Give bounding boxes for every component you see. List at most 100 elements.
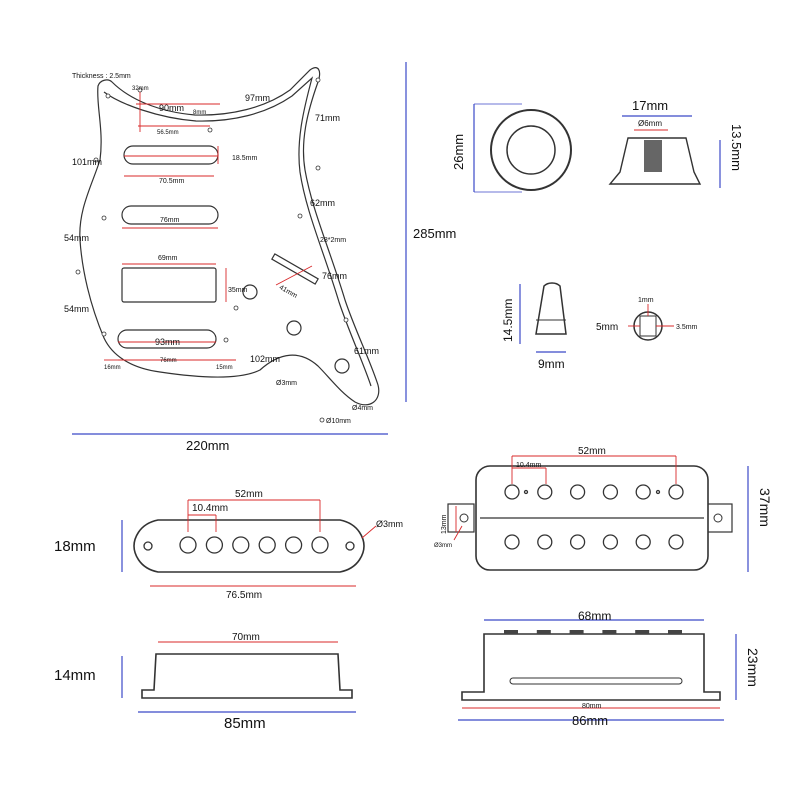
humbucker-top-view: 52mm 10.4mm 13mm Ø3mm 37mm (434, 446, 773, 572)
pickguard-screw-holes (75, 77, 349, 423)
knob-diameter-label: 26mm (451, 134, 466, 170)
dim-90mm: 90mm (159, 103, 184, 113)
switch-tip-top-view: 1mm 5mm 3.5mm (596, 297, 698, 341)
dim-8mm: 8mm (193, 110, 206, 116)
single-coil-pole-label: 10.4mm (192, 503, 228, 514)
dim-71mm: 71mm (315, 113, 340, 123)
dim-phi3mm: Ø3mm (276, 380, 297, 387)
pole-piece (537, 484, 553, 500)
dim-93mm: 93mm (155, 337, 180, 347)
thickness-label: Thickness : 2.5mm (72, 73, 131, 80)
single-coil-height-label: 18mm (54, 538, 96, 555)
pole-screw (523, 489, 529, 495)
mount-hole (143, 541, 153, 551)
humbucker-side-height-label: 23mm (745, 648, 761, 687)
pole-piece (569, 484, 586, 500)
pole-piece-side (635, 630, 650, 634)
jack-hole (334, 358, 350, 374)
dim-56-5mm: 56.5mm (157, 130, 179, 136)
dim-35mm: 35mm (228, 287, 248, 294)
dim-101mm: 101mm (72, 157, 102, 167)
dim-phi10mm: Ø10mm (326, 418, 351, 425)
single-side-inner-label: 70mm (232, 632, 260, 643)
pole-piece (205, 536, 224, 554)
humbucker-pole-label: 10.4mm (516, 462, 541, 469)
pole-screw (655, 489, 661, 495)
dim-102mm: 102mm (250, 354, 280, 364)
pole-piece (602, 484, 619, 500)
switch-tip: 14.5mm 9mm (501, 282, 567, 371)
pole-piece (232, 536, 250, 554)
pole-piece-side (602, 630, 617, 634)
humbucker-spacing-label: 52mm (578, 446, 606, 457)
pole-piece (504, 484, 520, 500)
pole-piece (311, 536, 329, 554)
pickguard: Thickness : 2.5mm 32mm 90mm 8mm 97mm 56.… (64, 62, 456, 453)
humbucker-side-top-label: 68mm (578, 609, 611, 623)
pickup-slot-middle (121, 205, 219, 225)
switch-tip-height-label: 14.5mm (501, 299, 515, 342)
humbucker-side-length-label: 86mm (572, 713, 608, 728)
switch-inner-label: 3.5mm (676, 324, 698, 331)
dim-16mm: 16mm (104, 365, 121, 371)
single-coil-hole-label: Ø3mm (376, 519, 403, 529)
humbucker-tab-label: 13mm (441, 514, 448, 534)
pickguard-outline (79, 67, 380, 406)
humbucker-height-label: 37mm (757, 488, 773, 527)
dim-54mm-b: 54mm (64, 304, 89, 314)
pole-piece (284, 536, 303, 554)
dim-61mm: 61mm (354, 346, 379, 356)
single-side-length-label: 85mm (224, 715, 266, 732)
pole-piece-side (504, 630, 518, 634)
single-coil-length-label: 76.5mm (226, 590, 262, 601)
dim-97mm: 97mm (245, 93, 270, 103)
pole-piece (258, 536, 276, 554)
pickguard-width-label: 220mm (186, 438, 229, 453)
switch-hole-label: 1mm (638, 297, 654, 304)
pole-piece (635, 484, 651, 500)
knob-side-view: 17mm Ø6mm 13.5mm 13.5mm (608, 98, 744, 188)
pickup-slot-neck (123, 145, 219, 165)
knob-top-width-label: 17mm (632, 98, 668, 113)
dim-54mm-a: 54mm (64, 233, 89, 243)
dim-32mm: 32mm (132, 86, 149, 92)
knob-shaft-label: Ø6mm (638, 119, 662, 128)
single-coil-side-view: 70mm 14mm 85mm (54, 632, 356, 732)
humbucker-hole-label: Ø3mm (434, 543, 452, 549)
pole-piece (635, 534, 651, 550)
dim-28x2mm: 28*2mm (320, 237, 346, 244)
pole-piece (668, 534, 684, 550)
pickup-slot-bridge-humbucker (121, 267, 217, 303)
pole-piece (504, 534, 520, 550)
dim-15mm: 15mm (216, 365, 233, 371)
pole-piece (569, 534, 586, 550)
switch-slot (271, 253, 319, 285)
dim-41mm: 41mm (278, 284, 298, 300)
dim-62mm: 62mm (310, 198, 335, 208)
switch-tip-width-label: 9mm (538, 357, 565, 371)
dim-18-5mm: 18.5mm (232, 155, 257, 162)
pole-piece-side (536, 630, 551, 634)
single-side-height-label: 14mm (54, 667, 96, 684)
mount-hole (345, 541, 355, 551)
pickguard-height-label: 285mm (413, 226, 456, 241)
dim-phi4mm: Ø4mm (352, 405, 373, 412)
knob-top-view: 26mm (451, 103, 572, 193)
single-coil-top-view: 52mm 10.4mm Ø3mm 18mm 76.5mm (54, 489, 403, 601)
pole-piece (537, 534, 553, 550)
pole-piece-side (668, 630, 682, 634)
pot-hole-1 (242, 284, 258, 300)
dim-76mm-b: 76mm (322, 271, 347, 281)
pole-piece (179, 536, 197, 554)
humbucker-side-inner-label: 80mm (582, 703, 602, 710)
humbucker-side-view: 68mm 23mm 80mm 86mm (458, 609, 761, 728)
knob-height-label-rot: 13.5mm (729, 124, 744, 171)
switch-outer-label: 5mm (596, 322, 618, 333)
pole-piece (602, 534, 619, 550)
pickup-slot-bridge (117, 329, 217, 349)
dim-76mm-a: 76mm (160, 217, 180, 224)
dim-70-5mm: 70.5mm (159, 178, 184, 185)
dim-76mm-c: 76mm (160, 358, 177, 364)
pole-piece-side (569, 630, 584, 634)
